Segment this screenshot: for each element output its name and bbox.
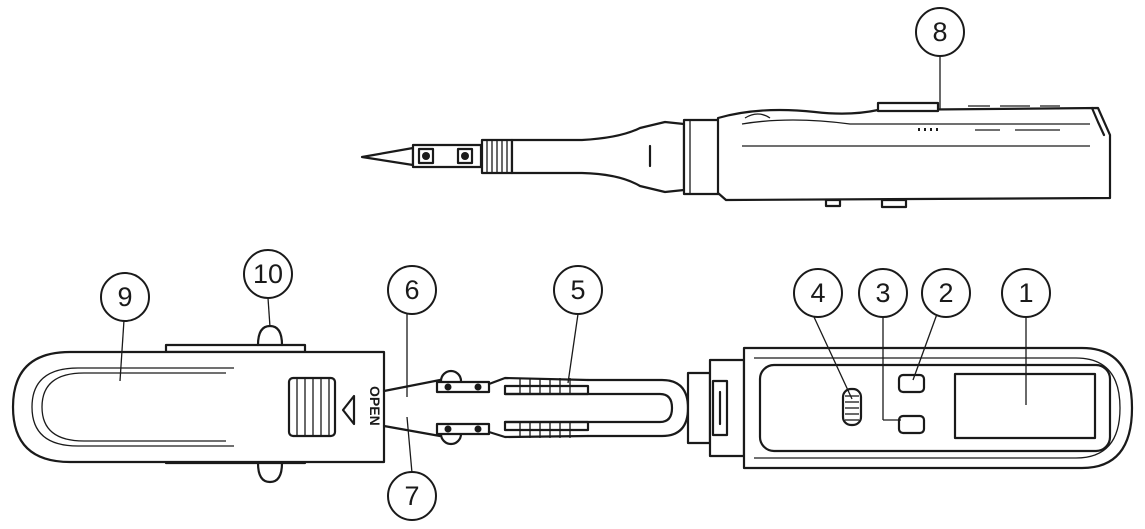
callout-1: 1 [1001,268,1051,318]
callout-9: 9 [100,272,150,322]
callout-2: 2 [921,268,971,318]
callout-10-label: 10 [253,259,283,289]
display-screen [953,372,1097,440]
callout-6: 6 [387,265,437,315]
callout-8-label: 8 [932,17,947,47]
button-upper[interactable] [897,373,926,394]
callout-1-label: 1 [1018,278,1033,308]
cap-grip-vent [287,376,337,438]
side-top-buttons [876,101,940,113]
tweezer-arms [382,369,690,446]
open-arrow-icon [341,394,356,426]
callout-leaders [119,56,1027,474]
side-probe-tip [360,146,415,167]
callout-10: 10 [243,249,293,299]
side-tip-screw-2 [456,147,474,165]
callout-7: 7 [387,471,437,521]
open-label: OPEN [367,386,383,426]
callout-4: 4 [793,268,843,318]
side-tip-screw-1 [417,147,435,165]
side-foot-2 [880,198,908,209]
side-neck [510,120,686,194]
cap: OPEN [11,324,386,484]
side-foot-1 [824,198,842,208]
callout-5-label: 5 [570,275,585,305]
top-view: OPEN [11,324,1134,484]
callout-3: 3 [858,268,908,318]
button-lower[interactable] [897,414,926,435]
callout-2-label: 2 [938,278,953,308]
callout-4-label: 4 [810,278,825,308]
meter-body [742,346,1134,470]
callout-7-label: 7 [404,481,419,511]
side-body [716,106,1112,202]
callout-3-label: 3 [875,278,890,308]
connector [686,358,746,458]
callout-5: 5 [553,265,603,315]
callout-8: 8 [915,7,965,57]
side-view [360,101,1112,209]
callout-6-label: 6 [404,275,419,305]
callout-9-label: 9 [117,282,132,312]
slide-switch[interactable] [841,387,863,427]
